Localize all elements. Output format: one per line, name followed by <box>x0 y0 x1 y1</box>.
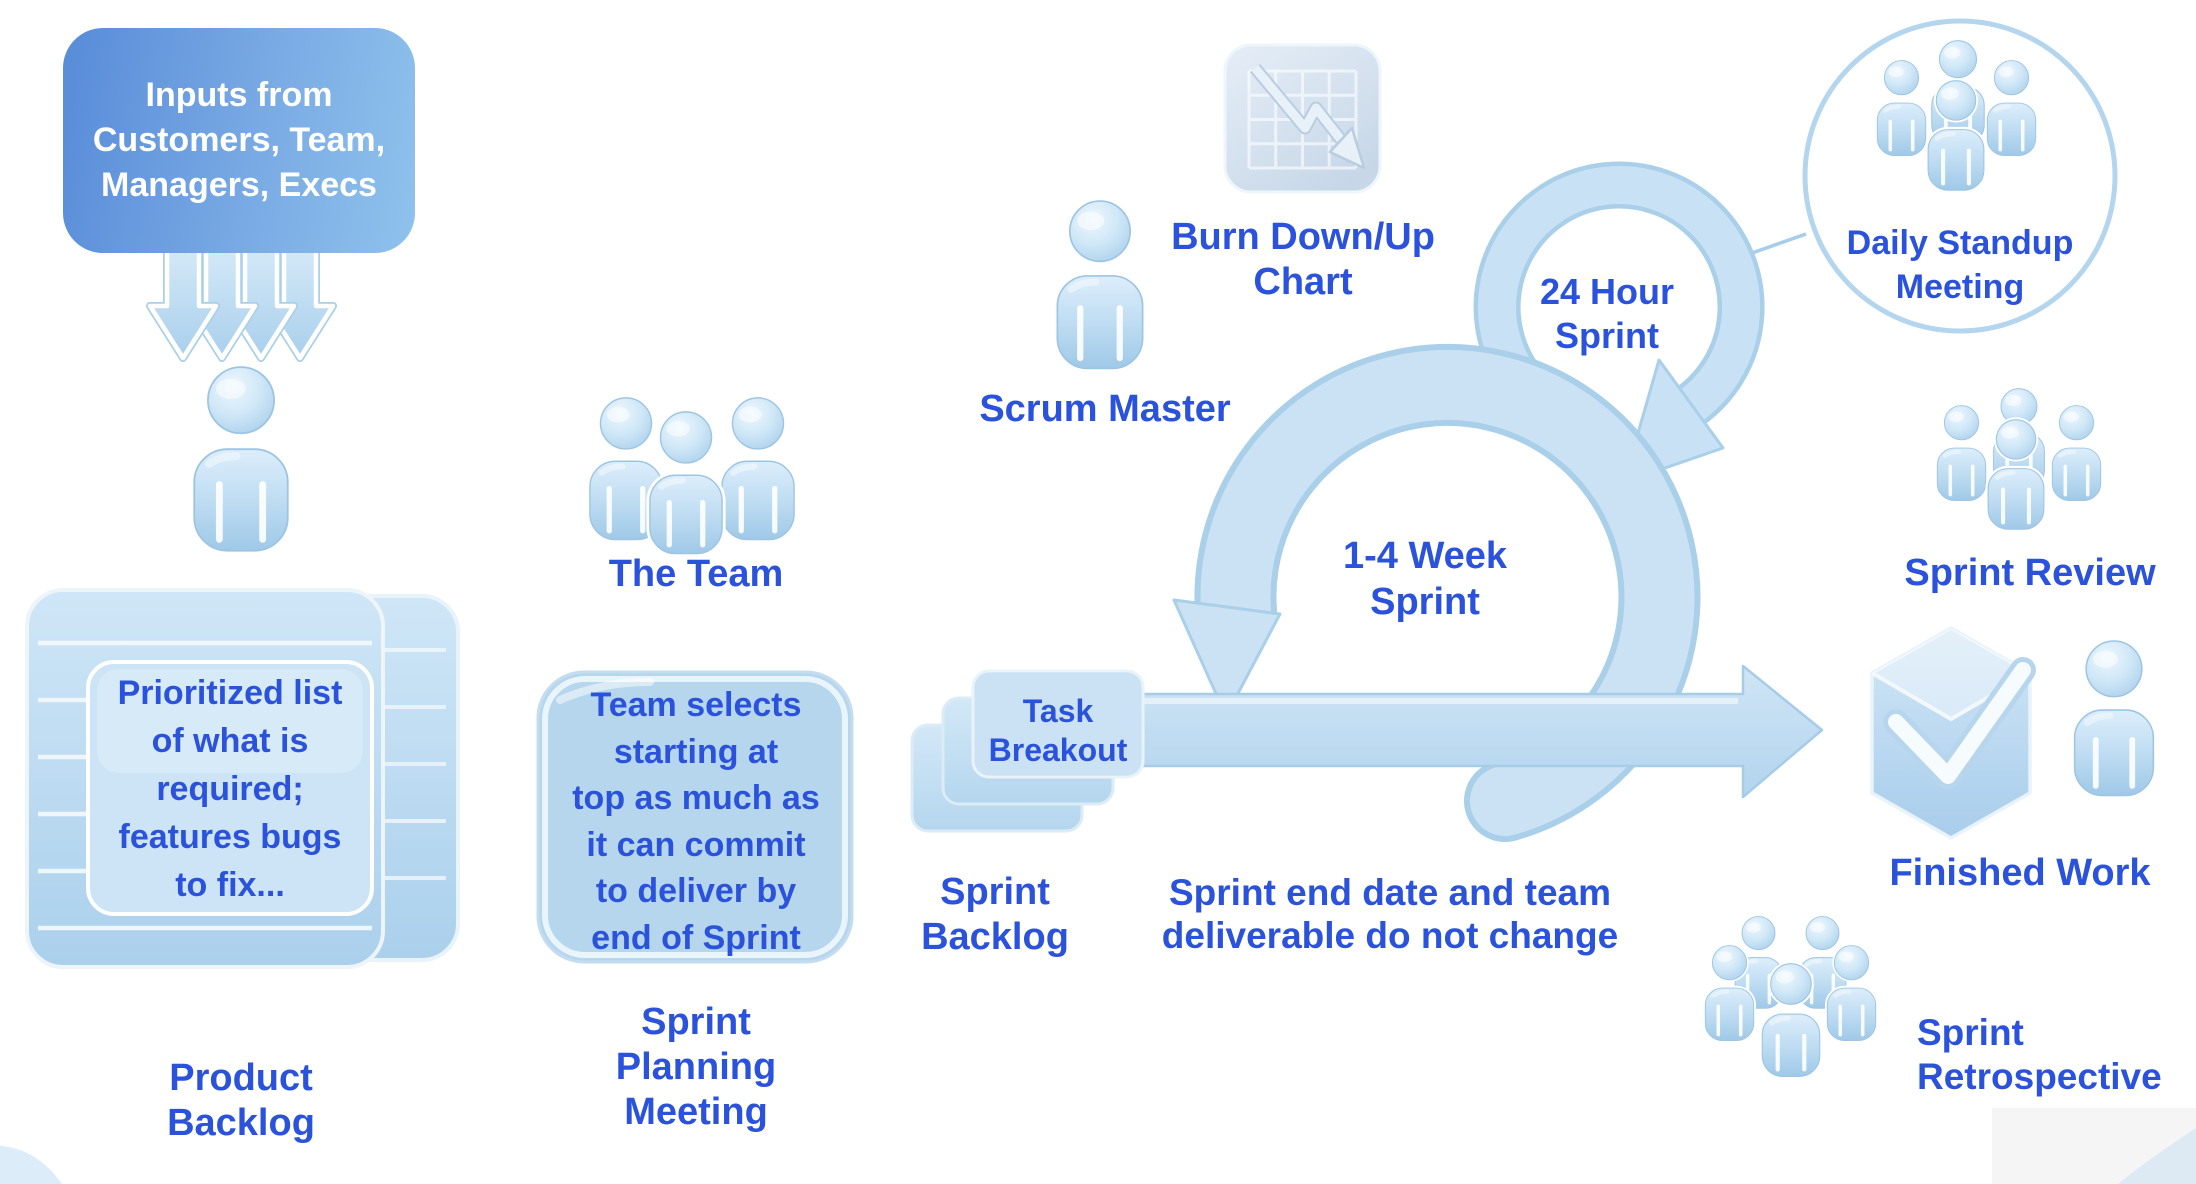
task-breakout-label: Task Breakout <box>988 693 1128 769</box>
inputs-box: Inputs from Customers, Team, Managers, E… <box>63 28 415 253</box>
sprint-retrospective-label: Sprint Retrospective <box>1917 1012 2162 1098</box>
scrum-master-label: Scrum Master <box>979 388 1231 430</box>
team-people-group-icon <box>586 395 797 557</box>
finished-work-person-icon <box>2071 638 2157 800</box>
sprint-planning-box-text: Team selects starting at top as much as … <box>572 686 820 957</box>
task-breakout-cards-icon <box>910 669 1145 833</box>
product-owner-person-icon <box>190 363 293 555</box>
burn-chart-icon <box>1223 43 1382 194</box>
sprint-retrospective-people-group-icon <box>1703 912 1878 1080</box>
inputs-down-arrows-icon <box>150 236 333 358</box>
burn-chart-label: Burn Down/Up Chart <box>1171 216 1435 303</box>
1-4-week-sprint-label: 1-4 Week Sprint <box>1342 535 1508 623</box>
corner-decoration-bottom-left <box>0 1146 62 1184</box>
sprint-end-note: Sprint end date and team deliverable do … <box>1161 872 1619 956</box>
product-backlog-label: Product Backlog <box>167 1057 315 1144</box>
sprint-review-label: Sprint Review <box>1904 552 2156 594</box>
daily-standup-label: Daily Standup Meeting <box>1846 224 2074 307</box>
finished-work-cube-icon <box>1870 626 2036 840</box>
scrum-master-person-icon <box>1053 197 1147 372</box>
sprint-review-people-group-icon <box>1935 386 2103 531</box>
sprint-backlog-label: Sprint Backlog <box>921 871 1069 958</box>
24-hour-sprint-label: 24 Hour Sprint <box>1539 271 1675 356</box>
inputs-box-text: Inputs from Customers, Team, Managers, E… <box>92 76 386 204</box>
finished-work-label: Finished Work <box>1889 852 2151 894</box>
product-backlog-panel-text: Prioritized list of what is required; fe… <box>117 674 343 904</box>
sprint-planning-label: Sprint Planning Meeting <box>615 1001 777 1133</box>
product-backlog-documents-icon <box>25 588 460 969</box>
team-label: The Team <box>608 553 784 595</box>
daily-standup-bubble <box>1802 18 2118 334</box>
watermark-area <box>1992 1108 2196 1184</box>
sprint-planning-box <box>536 670 854 964</box>
